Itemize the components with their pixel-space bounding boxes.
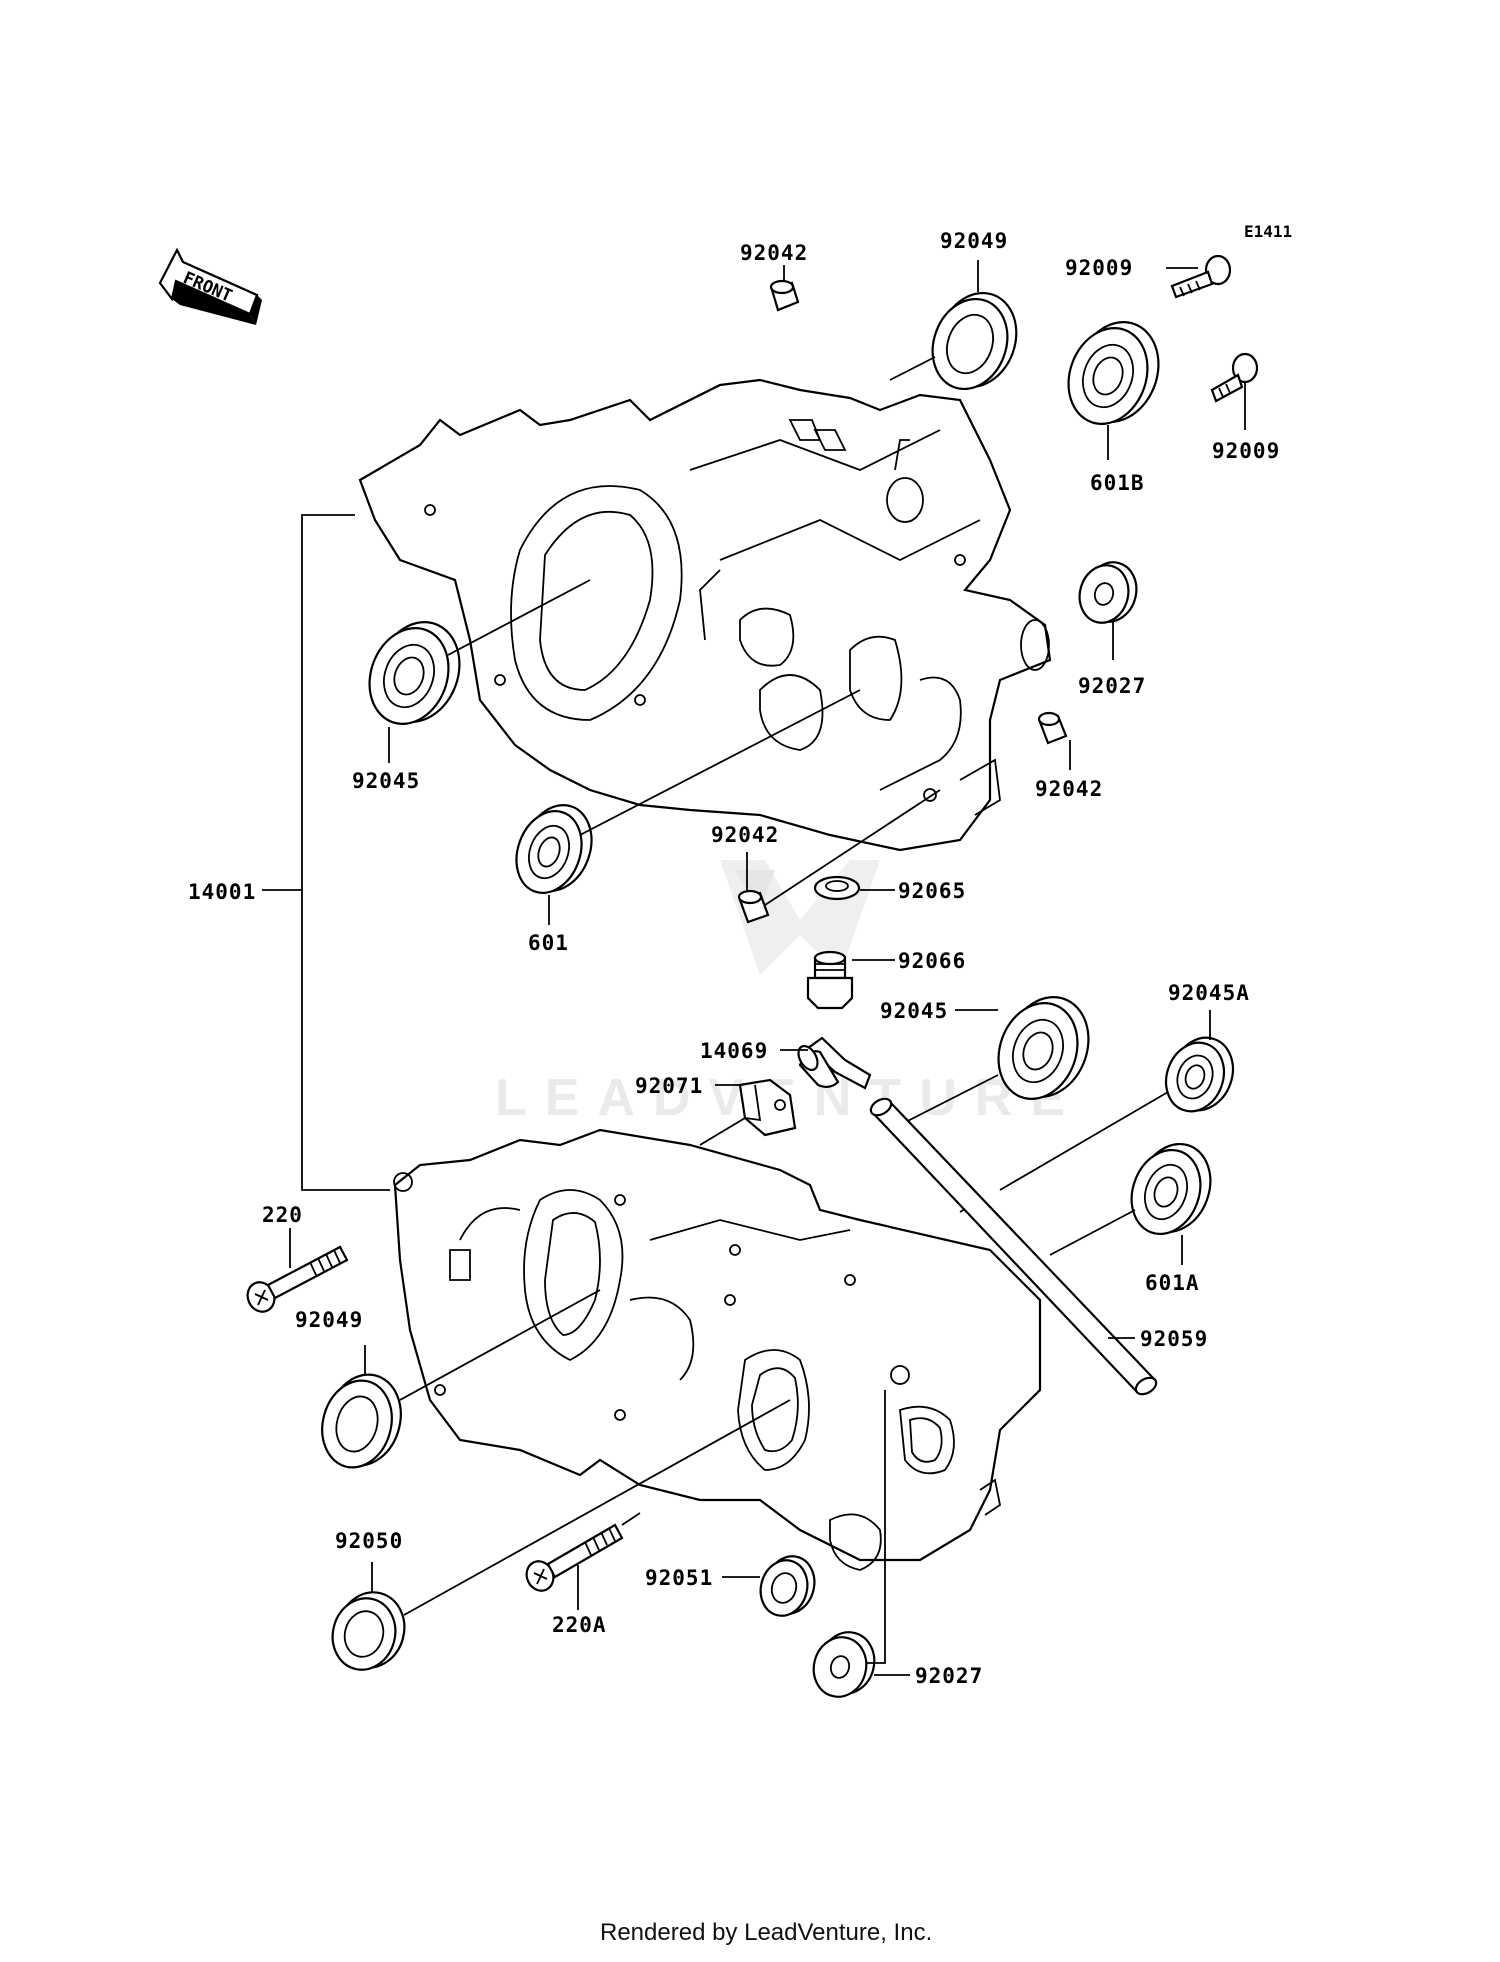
- label-220[interactable]: 220: [262, 1203, 303, 1227]
- label-92009-top[interactable]: 92009: [1065, 256, 1133, 280]
- dowel-pin-92042-top[interactable]: [769, 279, 800, 312]
- label-92009-lower[interactable]: 92009: [1212, 439, 1280, 463]
- label-601a[interactable]: 601A: [1145, 1271, 1200, 1295]
- label-92042-center[interactable]: 92042: [711, 823, 779, 847]
- label-220a[interactable]: 220A: [552, 1613, 607, 1637]
- oil-seal-92050[interactable]: [325, 1585, 413, 1677]
- dowel-pin-92042-center[interactable]: [737, 889, 770, 924]
- label-92045-center[interactable]: 92045: [880, 999, 948, 1023]
- label-92042-right[interactable]: 92042: [1035, 777, 1103, 801]
- bolt-92009-top[interactable]: [1170, 254, 1232, 299]
- bearing-92045-left[interactable]: [357, 610, 473, 735]
- label-92042-top[interactable]: 92042: [740, 241, 808, 265]
- label-92027-lower[interactable]: 92027: [915, 1664, 983, 1688]
- bolt-220a[interactable]: [522, 1523, 624, 1595]
- label-92066[interactable]: 92066: [898, 949, 966, 973]
- washer-92065[interactable]: [813, 875, 861, 901]
- part-labels: 92042 92049 92009 92009 601B 92027 92042…: [188, 229, 1280, 1688]
- label-601b[interactable]: 601B: [1090, 471, 1145, 495]
- footer-credit: Rendered by LeadVenture, Inc.: [600, 1919, 932, 1946]
- label-14001[interactable]: 14001: [188, 880, 256, 904]
- bolt-220[interactable]: [243, 1245, 349, 1316]
- bolt-92009-lower[interactable]: [1210, 352, 1259, 403]
- label-92045a[interactable]: 92045A: [1168, 981, 1250, 1005]
- washer-92027-lower[interactable]: [807, 1626, 881, 1703]
- front-arrow-icon: FRONT: [158, 247, 262, 325]
- label-92065[interactable]: 92065: [898, 879, 966, 903]
- label-14069[interactable]: 14069: [700, 1039, 768, 1063]
- label-92045-left[interactable]: 92045: [352, 769, 420, 793]
- bearing-92045-center[interactable]: [986, 985, 1102, 1110]
- clamp-92071[interactable]: [738, 1078, 797, 1137]
- diagram-code: E1411: [1244, 222, 1292, 241]
- bearing-601b[interactable]: [1056, 310, 1172, 435]
- bearing-601a[interactable]: [1120, 1134, 1222, 1244]
- label-601[interactable]: 601: [528, 931, 569, 955]
- bearing-92045a[interactable]: [1157, 1029, 1243, 1119]
- label-92050[interactable]: 92050: [335, 1529, 403, 1553]
- bracket-14001: [262, 514, 390, 1191]
- drain-plug-92066[interactable]: [806, 950, 854, 1010]
- leadventure-watermark: LEADVENTURE: [495, 860, 1065, 1127]
- label-92059[interactable]: 92059: [1140, 1327, 1208, 1351]
- tube-92059[interactable]: [868, 1095, 1159, 1397]
- elbow-fitting-14069[interactable]: [795, 1036, 872, 1090]
- label-92051[interactable]: 92051: [645, 1566, 713, 1590]
- bearing-601[interactable]: [506, 795, 604, 902]
- label-92049-lower[interactable]: 92049: [295, 1308, 363, 1332]
- oil-seal-92051[interactable]: [755, 1551, 821, 1621]
- label-92071[interactable]: 92071: [635, 1074, 703, 1098]
- washer-92027-top[interactable]: [1073, 557, 1143, 629]
- lower-crankcase-drawing: [393, 1128, 1042, 1571]
- label-92049-top[interactable]: 92049: [940, 229, 1008, 253]
- upper-crankcase-drawing: [358, 378, 1052, 852]
- label-92027-top[interactable]: 92027: [1078, 674, 1146, 698]
- dowel-pin-92042-right[interactable]: [1037, 711, 1068, 745]
- oil-seal-92049-top[interactable]: [920, 282, 1029, 400]
- oil-seal-92049-lower[interactable]: [313, 1366, 411, 1475]
